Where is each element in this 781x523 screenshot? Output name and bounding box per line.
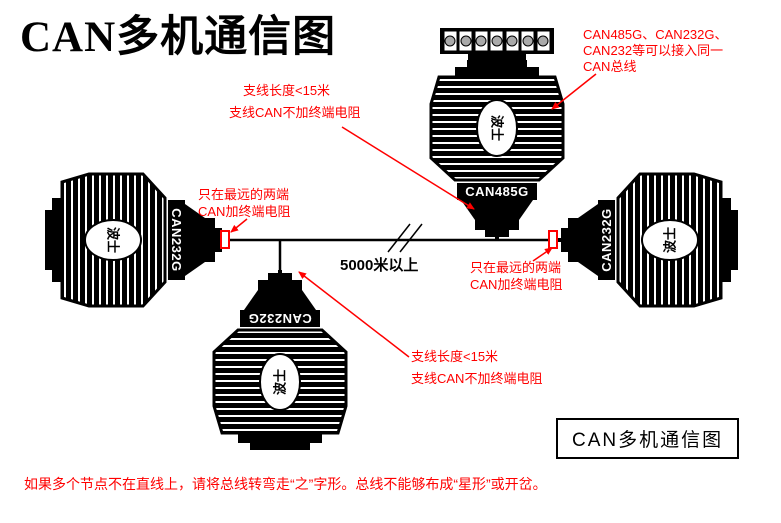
arrow-right-terminator — [532, 247, 553, 262]
device-right-logo: 波士 — [663, 227, 678, 253]
device-left-logo: 波士 — [106, 227, 121, 253]
note-line: 支线长度<15米 — [243, 83, 331, 98]
device-bottom-logo: 波士 — [273, 369, 288, 395]
note-device-compat: CAN485G、CAN232G、 CAN232等可以接入同一 CAN总线 — [583, 27, 728, 75]
terminator-resistor-right — [548, 230, 558, 249]
device-left-label: CAN232G — [169, 208, 184, 271]
note-line: 只在最远的两端 — [470, 260, 562, 275]
note-line: CAN加终端电阻 — [198, 204, 291, 219]
device-top-logo: 波士 — [490, 115, 505, 141]
device-right-body — [556, 172, 740, 308]
device-bottom-label: CAN232G — [248, 311, 311, 326]
arrow-top-branch — [341, 126, 475, 210]
distance-label: 5000米以上 — [340, 257, 419, 274]
note-line: CAN485G、CAN232G、 — [583, 27, 728, 42]
note-line: CAN加终端电阻 — [470, 277, 563, 292]
note-left-terminator: 只在最远的两端 CAN加终端电阻 — [198, 186, 290, 220]
arrow-left-terminator — [230, 218, 248, 233]
note-right-terminator: 只在最远的两端 CAN加终端电阻 — [470, 259, 562, 293]
note-line: CAN总线 — [583, 59, 637, 74]
note-line: 支线长度<15米 — [411, 349, 499, 364]
footnote: 如果多个节点不在直线上，请将总线转弯走“之”字形。总线不能够布成“星形”或开岔。 — [24, 476, 547, 492]
terminal-block — [440, 28, 554, 62]
arrow-device-compat — [551, 73, 597, 110]
device-right-label: CAN232G — [599, 208, 614, 271]
note-top-branch: 支线长度<15米 支线CAN不加终端电阻 — [229, 80, 360, 124]
note-line: 支线CAN不加终端电阻 — [229, 105, 361, 120]
arrow-bottom-branch — [298, 271, 410, 358]
note-bottom-branch: 支线长度<15米 支线CAN不加终端电阻 — [411, 346, 542, 390]
device-bottom-body — [212, 268, 348, 452]
boxed-caption: CAN多机通信图 — [556, 418, 740, 459]
note-line: 支线CAN不加终端电阻 — [411, 371, 543, 386]
terminator-resistor-left — [220, 230, 230, 249]
page-title: CAN多机通信图 — [20, 14, 337, 61]
device-top-label: CAN485G — [465, 184, 528, 199]
note-line: CAN232等可以接入同一 — [583, 43, 724, 58]
bus-break-marks — [387, 223, 423, 253]
note-line: 只在最远的两端 — [198, 187, 290, 202]
device-top-body — [429, 58, 565, 242]
